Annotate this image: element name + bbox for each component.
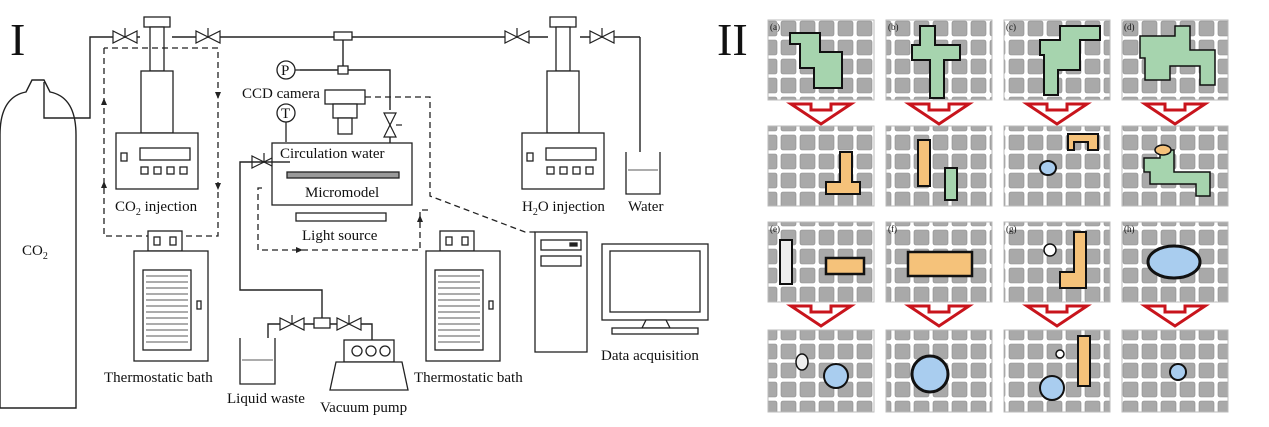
co2-cylinder: CO2 — [0, 79, 77, 409]
circulation-loop-left — [103, 47, 219, 237]
circulation-water-label: Circulation water — [280, 146, 385, 162]
panel-label-h: (h) — [1124, 224, 1135, 234]
svg-text:P: P — [281, 63, 289, 79]
part-one-schematic: I CO2 — [0, 14, 709, 416]
tee-bottom — [313, 317, 331, 329]
row-2-after — [767, 329, 1229, 413]
liquid-waste-beaker — [239, 338, 276, 385]
vacuum-pump — [329, 339, 409, 391]
panel-label-a: (a) — [770, 22, 780, 32]
water-label: Water — [628, 199, 663, 215]
tee-fitting — [333, 31, 353, 75]
panel-label-c: (c) — [1006, 22, 1016, 32]
panel-label-b: (b) — [888, 22, 899, 32]
pressure-gauge: P — [276, 60, 300, 80]
panel-label-f: (f) — [888, 224, 897, 234]
co2-cylinder-label: CO2 — [22, 243, 48, 262]
computer-tower — [534, 231, 588, 353]
h2o-injection-label: H2O injection — [522, 199, 605, 218]
thermostatic-bath-left-label: Thermostatic bath — [104, 370, 213, 386]
computer-monitor — [601, 243, 709, 335]
micromodel-assembly — [271, 142, 413, 222]
co2-injection-label: CO2 injection — [115, 199, 198, 218]
row-1-after — [767, 125, 1229, 207]
water-beaker — [625, 152, 661, 195]
thermostatic-bath-left — [133, 230, 209, 362]
part-two-panels: II — [717, 14, 1229, 413]
data-acquisition-label: Data acquisition — [601, 348, 699, 364]
micromodel-label: Micromodel — [305, 185, 379, 201]
panel-labels: (a) (b) (c) (d) (e) (f) (g) (h) — [770, 22, 1135, 234]
liquid-waste-label: Liquid waste — [227, 391, 305, 407]
svg-text:T: T — [281, 106, 290, 122]
light-source-label: Light source — [302, 228, 378, 244]
row-1-arrows — [786, 102, 1210, 126]
panel-label-g: (g) — [1006, 224, 1017, 234]
row-2-arrows — [786, 304, 1210, 328]
ccd-camera — [324, 89, 366, 135]
ccd-camera-label: CCD camera — [242, 86, 320, 102]
temperature-gauge: T — [276, 103, 296, 142]
part-one-label: I — [10, 14, 25, 65]
row-2-before — [767, 221, 1229, 303]
panel-label-e: (e) — [770, 224, 780, 234]
part-two-label: II — [717, 14, 748, 65]
data-cable — [257, 96, 535, 251]
flow-arrows-center — [296, 215, 423, 253]
h2o-syringe-pump — [521, 16, 605, 190]
thermostatic-bath-right — [425, 230, 501, 362]
thermostatic-bath-right-label: Thermostatic bath — [414, 370, 523, 386]
panel-label-d: (d) — [1124, 22, 1135, 32]
co2-syringe-pump — [115, 16, 199, 190]
vacuum-pump-label: Vacuum pump — [320, 400, 407, 416]
flow-arrows-left — [101, 92, 221, 190]
row-1-before — [767, 19, 1229, 101]
